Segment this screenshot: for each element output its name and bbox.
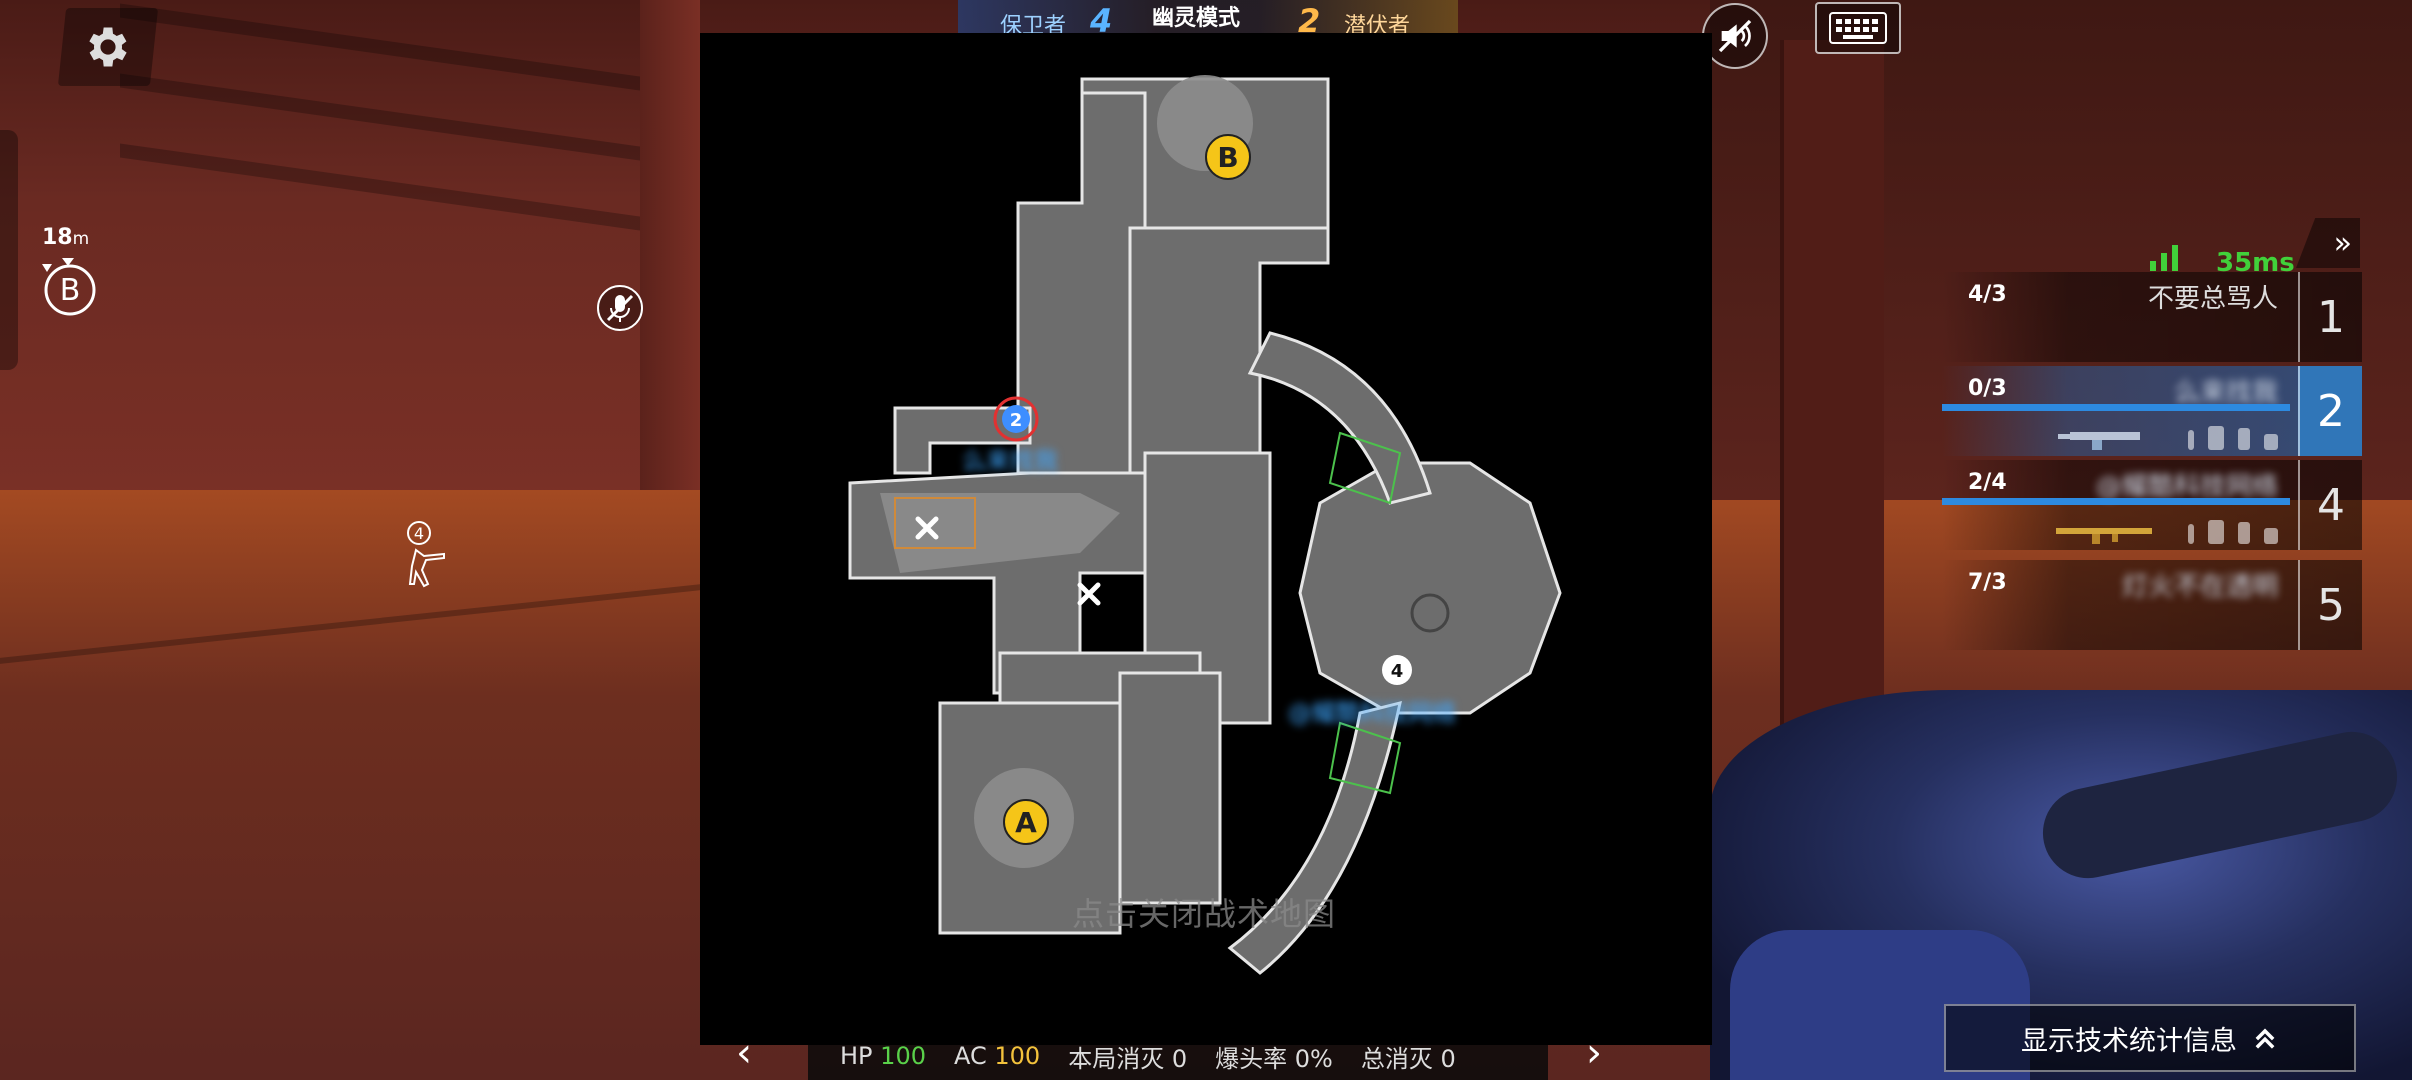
- map-self-name: 么来找我: [962, 447, 1058, 475]
- double-chevron-right-icon: »: [2333, 225, 2352, 261]
- map-zone-north: [1328, 431, 1402, 505]
- bomb-site-letter: B: [60, 273, 81, 308]
- total-kills-label: 总消灭: [1360, 1044, 1433, 1073]
- rifle-weapon-icon: [2056, 528, 2152, 544]
- pistol-icon: [2208, 426, 2224, 450]
- player-equipment: [2188, 426, 2278, 450]
- game-mode-title: 幽灵模式: [1152, 6, 1241, 31]
- teammate-world-marker: 4: [407, 521, 445, 588]
- keyboard-button[interactable]: [1815, 2, 1901, 54]
- map-site-a-letter: A: [1015, 806, 1037, 839]
- player-kd: 7/3: [1968, 570, 2007, 595]
- map-room-east: [1298, 461, 1562, 715]
- smg-weapon-icon: [2058, 432, 2140, 450]
- team-player-row[interactable]: 4/3 不要总骂人 1: [1942, 272, 2362, 362]
- team-player-row[interactable]: 7/3 灯火不在透明 5: [1942, 560, 2362, 650]
- gear-icon: [89, 27, 127, 67]
- player-health-bar: [1942, 498, 2290, 505]
- map-spawn-zone: [894, 497, 976, 549]
- map-view-cone: [880, 493, 1120, 573]
- tactical-map: B A 2 4: [848, 75, 1562, 975]
- scoreboard: [958, 0, 1458, 38]
- round-kills-label: 本局消灭: [1068, 1044, 1165, 1073]
- speaker-toggle-button[interactable]: [1702, 3, 1768, 69]
- map-corridor-east-south: [1227, 700, 1402, 975]
- player-equipment: [2188, 520, 2278, 544]
- player-name: 不要总骂人: [2147, 284, 2278, 314]
- flash-icon: [2264, 528, 2278, 544]
- tactical-map-overlay[interactable]: B A 2 4 么来找我 @耀酷科技网络 点击关闭战术地图: [700, 33, 1712, 1045]
- grenade-icon: [2238, 428, 2250, 450]
- player-name: 么来找我: [2173, 378, 2278, 408]
- player-name: 灯火不在透明: [2121, 572, 2278, 602]
- right-doorway: [1780, 40, 1884, 740]
- headshot-value: 0%: [1294, 1044, 1333, 1073]
- attacker-score: 2: [1298, 2, 1321, 40]
- total-kills-value: 0: [1440, 1044, 1456, 1073]
- speaker-muted-icon: [1718, 19, 1752, 53]
- map-corridor-east-north: [1247, 331, 1432, 505]
- ac-value: 100: [994, 1042, 1041, 1070]
- map-death-marker: [915, 516, 939, 540]
- player-kd: 0/3: [1968, 376, 2007, 401]
- map-zone-south: [1328, 721, 1402, 795]
- keyboard-icon: [1829, 12, 1887, 44]
- knife-icon: [2188, 524, 2194, 544]
- player-kd: 2/4: [1968, 470, 2007, 495]
- map-self-player-marker: 2: [993, 396, 1039, 442]
- ac-label: AC: [953, 1042, 987, 1070]
- map-site-b-marker: B: [1205, 134, 1251, 180]
- grenade-icon: [2238, 522, 2250, 544]
- map-corridor-south: [1118, 671, 1222, 905]
- defender-score: 4: [1090, 2, 1113, 40]
- tech-stats-label: 显示技术统计信息: [2021, 1025, 2237, 1057]
- knife-icon: [2188, 430, 2194, 450]
- hp-value: 100: [880, 1042, 926, 1070]
- headshot-label: 爆头率: [1215, 1044, 1288, 1073]
- teammate-number: 4: [414, 524, 424, 543]
- map-site-b-letter: B: [1217, 141, 1238, 174]
- bomb-site-marker: B: [42, 258, 96, 316]
- map-site-a-marker: A: [1003, 799, 1049, 845]
- map-teammate-name: @耀酷科技网络: [1288, 699, 1456, 727]
- map-teammate-marker: 4: [1382, 655, 1412, 685]
- hp-label: HP: [840, 1042, 873, 1070]
- player-slot: 5: [2298, 560, 2362, 650]
- player-slot: 1: [2298, 272, 2362, 362]
- close-map-hint[interactable]: 点击关闭战术地图: [1072, 895, 1337, 933]
- settings-button[interactable]: [57, 8, 159, 86]
- round-kills-value: 0: [1171, 1044, 1188, 1073]
- map-self-number: 2: [1010, 410, 1023, 431]
- map-death-marker: [1077, 582, 1101, 606]
- team-player-row-active[interactable]: 0/3 么来找我 2: [1942, 366, 2362, 456]
- player-name: @耀酷科技网络: [2095, 472, 2278, 502]
- player-kd: 4/3: [1968, 282, 2007, 307]
- double-chevron-up-icon: [2255, 1028, 2275, 1049]
- side-drawer-handle[interactable]: [0, 130, 18, 370]
- team-player-row[interactable]: 2/4 @耀酷科技网络 4: [1942, 460, 2362, 550]
- map-teammate-number: 4: [1391, 661, 1404, 682]
- mic-muted-icon[interactable]: [596, 284, 644, 332]
- player-health-bar: [1942, 404, 2290, 411]
- map-east-ring: [1410, 593, 1450, 633]
- player-slot: 4: [2298, 460, 2362, 550]
- ping-signal-icon: [2150, 245, 2178, 271]
- bomb-distance: 18m: [42, 225, 90, 250]
- player-slot: 2: [2298, 366, 2362, 456]
- pistol-icon: [2208, 520, 2224, 544]
- show-tech-stats-button[interactable]: 显示技术统计信息: [1944, 1004, 2356, 1072]
- flash-icon: [2264, 434, 2278, 450]
